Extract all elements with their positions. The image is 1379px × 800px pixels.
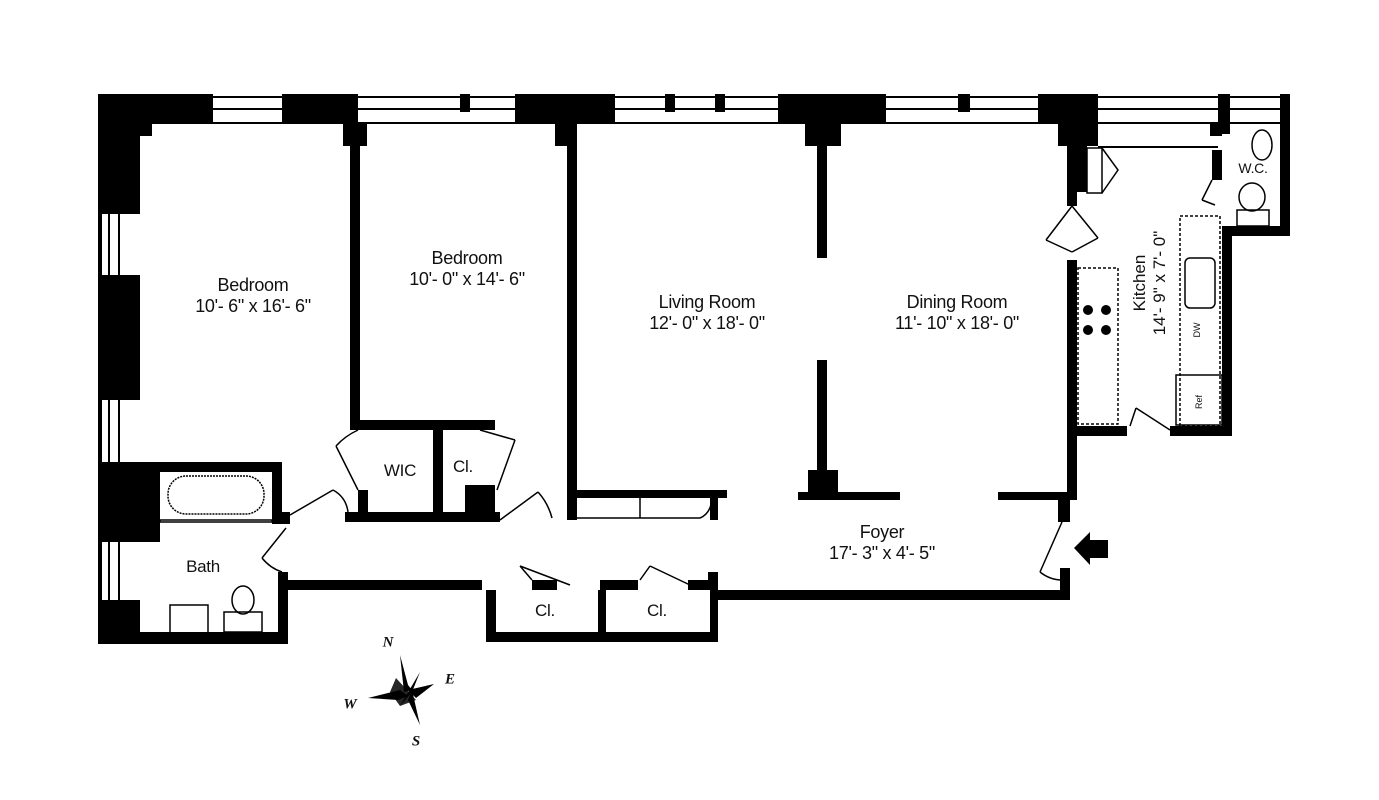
compass-south: S bbox=[411, 733, 421, 750]
label-closet: Cl. bbox=[647, 601, 667, 620]
fixtures bbox=[159, 129, 1273, 634]
door-swing bbox=[289, 489, 349, 516]
room-dims: 10'- 0" x 14'- 6" bbox=[409, 269, 525, 289]
room-name: Bedroom bbox=[431, 248, 503, 268]
label-closet: Cl. bbox=[535, 601, 555, 620]
label-refrigerator: Ref bbox=[1194, 394, 1204, 410]
wall-corner-nw bbox=[98, 94, 140, 214]
room-label-kitchen: Kitchen 14'- 9" x 7'- 0" bbox=[1130, 231, 1170, 336]
room-label-living-room: Living Room 12'- 0" x 18'- 0" bbox=[649, 292, 765, 334]
room-name: Foyer bbox=[859, 522, 905, 542]
label-closet: Cl. bbox=[453, 457, 473, 476]
room-dims: 11'- 10" x 18'- 0" bbox=[895, 313, 1019, 333]
label-dishwasher: DW bbox=[1192, 322, 1202, 338]
walls bbox=[98, 94, 1290, 644]
toilet bbox=[231, 585, 255, 615]
label-wc: W.C. bbox=[1238, 160, 1268, 176]
room-label-dining-room: Dining Room 11'- 10" x 18'- 0" bbox=[895, 292, 1019, 334]
label-wic: WIC bbox=[383, 461, 417, 480]
room-name: Living Room bbox=[658, 292, 756, 312]
room-dims: 17'- 3" x 4'- 5" bbox=[829, 543, 935, 563]
compass-rose-icon bbox=[368, 655, 434, 725]
room-label-foyer: Foyer 17'- 3" x 4'- 5" bbox=[829, 522, 935, 564]
room-name: Bedroom bbox=[217, 275, 289, 295]
room-name: Dining Room bbox=[906, 292, 1008, 312]
room-name: Kitchen bbox=[1130, 254, 1149, 312]
arrow-left-icon bbox=[1074, 532, 1108, 565]
bathtub bbox=[167, 475, 265, 515]
room-dims: 10'- 6" x 16'- 6" bbox=[195, 296, 311, 316]
room-label-bedroom-1: Bedroom 10'- 6" x 16'- 6" bbox=[195, 275, 311, 317]
compass-west: W bbox=[343, 696, 357, 713]
label-bath: Bath bbox=[186, 557, 220, 576]
compass-north: N bbox=[382, 634, 394, 651]
room-dims: 12'- 0" x 18'- 0" bbox=[649, 313, 765, 333]
stove-burners bbox=[1083, 305, 1111, 335]
compass-east: E bbox=[444, 671, 456, 688]
room-dims: 14'- 9" x 7'- 0" bbox=[1150, 230, 1169, 336]
room-label-bedroom-2: Bedroom 10'- 0" x 14'- 6" bbox=[409, 248, 525, 290]
